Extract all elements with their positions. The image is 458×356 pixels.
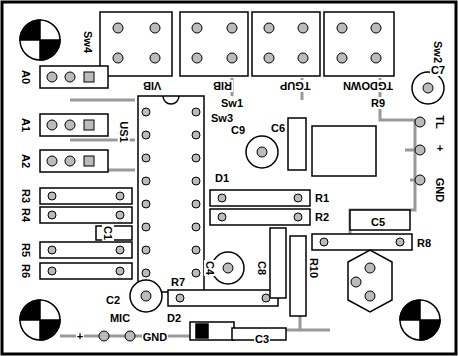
part-label: C1 xyxy=(102,225,114,241)
ic-pin xyxy=(142,154,150,162)
part-label: R10 xyxy=(308,257,320,279)
part-label: R9 xyxy=(370,97,386,109)
part-label: R4 xyxy=(20,207,32,223)
part-label: A2 xyxy=(20,153,32,169)
part-label: Sw1 xyxy=(220,97,244,109)
ic-pin xyxy=(192,108,200,116)
ic-pin xyxy=(142,223,150,231)
part-label: TGUP xyxy=(279,80,312,92)
ic-pin xyxy=(192,177,200,185)
ic-pin xyxy=(192,223,200,231)
part-label: + xyxy=(436,142,444,154)
part-label: R2 xyxy=(314,211,330,223)
part-label: C8 xyxy=(256,260,268,276)
part-label: GND xyxy=(142,331,168,343)
part-label: R8 xyxy=(416,237,432,249)
part-label: A1 xyxy=(20,117,32,133)
part-label: GND xyxy=(434,177,446,203)
ic-pin xyxy=(192,200,200,208)
part-label: C5 xyxy=(370,216,386,228)
part-label: Sw4 xyxy=(82,30,94,54)
part-label: C3 xyxy=(254,333,270,345)
part-label: R1 xyxy=(314,192,330,204)
ic-pin xyxy=(142,131,150,139)
ic-pin xyxy=(192,246,200,254)
part-label: D1 xyxy=(214,172,230,184)
part-label: Sw3 xyxy=(210,112,234,124)
part-label: D2 xyxy=(166,312,182,324)
ic-pin xyxy=(142,246,150,254)
ic-pin xyxy=(142,108,150,116)
ic-pin xyxy=(142,200,150,208)
part-label: R5 xyxy=(20,242,32,258)
part-label: R3 xyxy=(20,188,32,204)
part-label: R7 xyxy=(170,276,186,288)
part-label: C2 xyxy=(105,294,121,306)
part-label: US1 xyxy=(118,120,130,143)
part-label: C9 xyxy=(230,124,246,136)
part-label: C6 xyxy=(270,122,286,134)
part-label: A0 xyxy=(20,69,32,85)
ic-pin xyxy=(192,131,200,139)
part-label: R6 xyxy=(20,263,32,279)
ic-pin xyxy=(142,177,150,185)
ic-pin xyxy=(142,269,150,277)
part-label: C4 xyxy=(204,260,216,276)
part-label: Sw2 xyxy=(432,40,444,64)
ic-pin xyxy=(192,154,200,162)
part-label: C7 xyxy=(430,64,446,76)
ic-pin xyxy=(192,269,200,277)
part-label: MIC xyxy=(109,312,131,324)
part-label: RIB xyxy=(212,80,233,92)
part-label: TGDOWN xyxy=(342,80,394,92)
part-label: VIB xyxy=(142,80,162,92)
part-label: TL xyxy=(434,114,446,129)
part-label: + xyxy=(76,330,84,342)
